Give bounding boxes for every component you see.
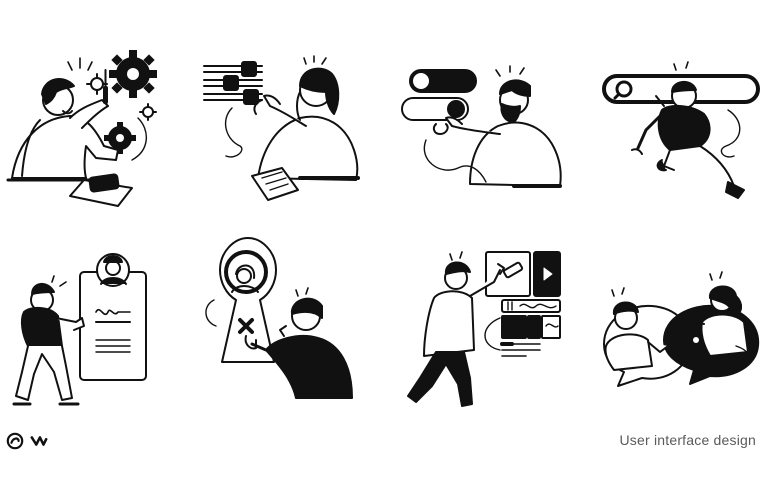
toggle-icon <box>409 69 477 93</box>
chat-bubbles-illustration <box>603 271 760 387</box>
toggle-icon <box>401 97 469 121</box>
loop-mark-icon <box>6 432 24 450</box>
search-bar-illustration <box>602 61 760 199</box>
media-grid-illustration <box>407 251 561 407</box>
search-icon <box>613 80 633 100</box>
keyhole-avatar-illustration <box>205 237 353 399</box>
caption: User interface design <box>619 432 756 448</box>
gear-icon <box>104 122 136 154</box>
gear-icon <box>139 103 157 121</box>
slider-icon <box>203 61 263 77</box>
slider-icon <box>203 89 263 105</box>
close-icon <box>238 318 254 334</box>
slider-icon <box>203 75 263 91</box>
brand-logos <box>6 432 48 450</box>
gear-icon <box>109 50 157 98</box>
gears-illustration <box>6 50 157 207</box>
wave-mark-icon <box>30 436 48 446</box>
gear-icon <box>86 73 108 95</box>
toggles-illustration <box>401 65 562 188</box>
play-icon <box>533 251 561 297</box>
avatar <box>224 250 268 294</box>
sliders-illustration <box>203 55 360 201</box>
avatar <box>96 253 130 287</box>
profile-card-illustration <box>12 253 147 406</box>
